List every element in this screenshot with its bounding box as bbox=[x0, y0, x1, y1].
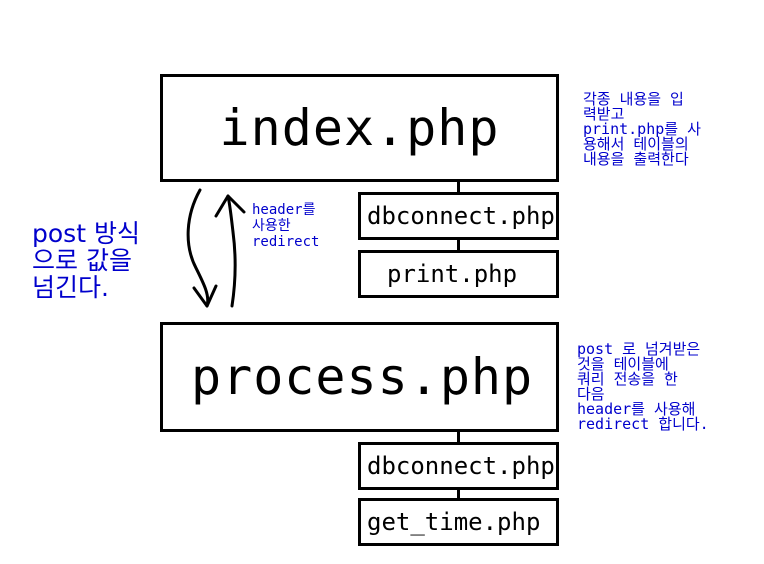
redirect-arrow-head bbox=[214, 194, 246, 218]
connector-dbconnect-gettime bbox=[457, 488, 460, 500]
index-php-box: index.php bbox=[160, 74, 559, 182]
redirect-arrow bbox=[226, 194, 237, 308]
process-description-note: post 로 넘겨받은 것을 테이블에 쿼리 전송을 한 다음 header를 … bbox=[577, 340, 709, 433]
get-time-php-box: get_time.php bbox=[358, 498, 559, 546]
post-method-note: post 방식 으로 값을 넘긴다. bbox=[32, 219, 140, 302]
post-arrow-head bbox=[192, 284, 218, 308]
print-php-box: print.php bbox=[358, 250, 559, 298]
process-php-box: process.php bbox=[160, 322, 559, 432]
index-description-note: 각종 내용을 입 력받고 print.php를 사 용해서 테이블의 내용을 출… bbox=[583, 90, 701, 168]
connector-process-dbconnect bbox=[457, 430, 460, 444]
connector-dbconnect-print bbox=[457, 238, 460, 252]
dbconnect-php-box-top: dbconnect.php bbox=[358, 192, 559, 240]
header-redirect-note: header를 사용한 redirect bbox=[252, 202, 320, 250]
post-arrow bbox=[186, 188, 210, 308]
connector-index-dbconnect bbox=[457, 180, 460, 194]
dbconnect-php-box-bottom: dbconnect.php bbox=[358, 442, 559, 490]
